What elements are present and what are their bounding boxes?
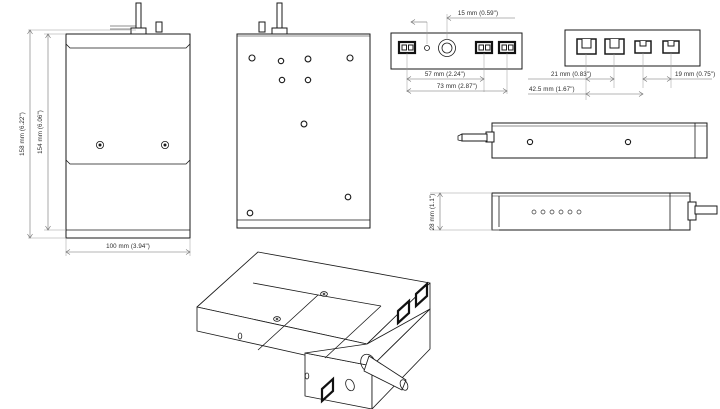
dimension-front-height-outer: 158 mm (6.22") (19, 112, 26, 156)
port-panel-outline (564, 29, 701, 67)
side-hole (624, 138, 632, 146)
dimension-port-panel-left: 21 mm (0.83") (551, 71, 591, 78)
front-top-seam (65, 43, 191, 49)
antenna-base (271, 27, 288, 35)
dimension-panel-center-offset: 15 mm (0.59") (458, 10, 498, 17)
status-led-icon (424, 45, 430, 51)
iso-hole (237, 332, 243, 340)
front-body-outline (65, 33, 191, 239)
secondary-post (155, 21, 163, 33)
side-lower-outline (491, 192, 691, 231)
top-view-mounting-holes (246, 54, 354, 217)
port-panel-dimensions: 21 mm (0.83") 19 mm (0.75") 42.5 mm (1.6… (528, 53, 715, 100)
iso-terminal-block (320, 376, 335, 404)
front-view-antennas (110, 2, 163, 35)
screw-center (163, 143, 167, 147)
antenna-base (130, 27, 147, 35)
front-view-dimensions: 158 mm (6.22") 154 mm (6.06") 100 mm (3.… (19, 29, 191, 256)
iso-terminal-block (414, 281, 429, 309)
isometric-view (196, 251, 431, 409)
top-body-outline (236, 33, 371, 229)
antenna-mast (276, 2, 283, 31)
side-lower-connector (687, 201, 718, 221)
side-view-dimensions: 28 mm (1.1") (429, 192, 499, 231)
dimension-panel-span-outer: 73 mm (2.87") (437, 83, 477, 90)
serial-jack (634, 40, 652, 54)
terminal-block (397, 40, 417, 55)
iso-terminal-block (396, 298, 411, 326)
iso-cover-line-3 (324, 305, 382, 359)
dimension-front-width: 100 mm (3.94") (106, 243, 150, 250)
terminal-block (474, 40, 494, 55)
side-view-lower (491, 192, 718, 231)
iso-hole (304, 372, 310, 380)
side-view-upper (457, 122, 708, 159)
ethernet-jack (604, 38, 625, 55)
dimension-side-height: 28 mm (1.1") (429, 194, 436, 231)
dimension-panel-span-inner: 57 mm (2.24") (425, 71, 465, 78)
top-view-antennas (258, 2, 288, 35)
dimension-front-height-inner: 154 mm (6.06") (37, 110, 44, 154)
led-row (531, 209, 582, 215)
terminal-block (497, 40, 517, 55)
connector-panel-view (390, 32, 523, 70)
port-panel-view (564, 29, 701, 67)
front-mid-seam (65, 159, 191, 165)
side-upper-connector (457, 131, 495, 143)
antenna-mast (135, 2, 142, 31)
screw-center (98, 143, 102, 147)
iso-screws (273, 291, 328, 322)
iso-cylindrical-connector (345, 353, 409, 392)
screw-icon (96, 140, 105, 149)
iso-panel-top (304, 308, 431, 367)
serial-jack (662, 40, 680, 54)
iso-cover-line-2 (317, 294, 382, 307)
top-view (236, 2, 371, 229)
secondary-post (258, 21, 266, 33)
ethernet-jack (576, 38, 597, 55)
dimension-port-panel-right: 19 mm (0.75") (675, 71, 715, 78)
side-upper-outline (491, 122, 708, 159)
front-view (65, 2, 191, 239)
front-screws (96, 140, 169, 149)
side-hole (526, 138, 534, 146)
screw-icon (160, 140, 169, 149)
connector-panel-dimensions: 15 mm (0.59") 57 mm (2.24") 73 mm (2.87"… (406, 10, 515, 94)
dimension-port-panel-mid: 42.5 mm (1.67") (529, 86, 575, 93)
